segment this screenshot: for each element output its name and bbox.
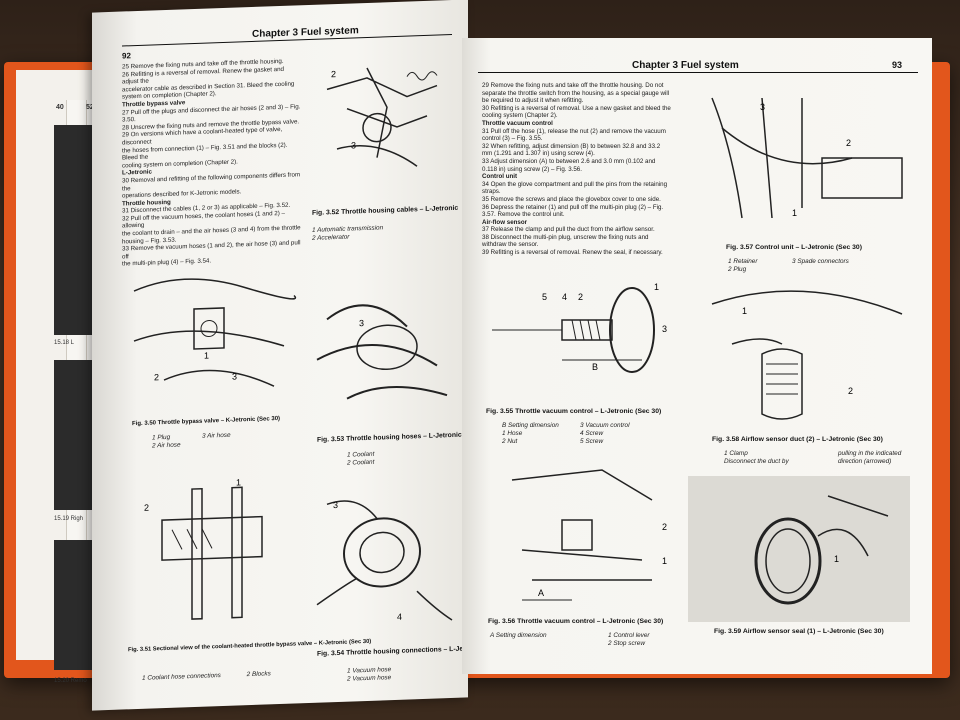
text-line: 35 Remove the screws and place the glove…: [482, 195, 661, 203]
figure-caption: Fig. 3.58 Airflow sensor duct (2) – L-Je…: [712, 436, 883, 443]
text-line: separate the throttle switch from the ho…: [482, 89, 670, 97]
svg-text:2: 2: [846, 138, 851, 148]
text-line: Throttle vacuum control: [482, 119, 553, 127]
svg-text:2: 2: [144, 503, 149, 513]
figure-legend: 1 Coolant 2 Coolant: [347, 450, 375, 467]
body-text: 29 Remove the fixing nuts and take off t…: [482, 82, 692, 257]
text-line: 36 Depress the retainer (1) and pull off…: [482, 203, 664, 211]
stack-page-number: 52: [86, 104, 94, 111]
text-line: 33 Adjust dimension (A) to between 2.6 a…: [482, 157, 656, 165]
page-number: 93: [892, 60, 903, 70]
figure-caption: Fig. 3.50 Throttle bypass valve – K-Jetr…: [132, 415, 281, 428]
text-line: 0.118 in) using screw (2) – Fig. 3.56.: [482, 165, 582, 173]
svg-text:3: 3: [333, 500, 338, 510]
text-line: 39 Refitting is a reversal of removal. R…: [482, 249, 663, 257]
left-page: Chapter 3 Fuel system 92 25 Remove the f…: [92, 0, 468, 711]
figure-legend: 1 Control lever 2 Stop screw: [608, 632, 650, 647]
text-line: 31 Pull off the hose (1), release the nu…: [482, 127, 666, 135]
text-line: control (3) – Fig. 3.55.: [482, 135, 543, 143]
figure-3-59-drawing: 1: [754, 495, 889, 605]
stack-page-number: 40: [56, 104, 64, 111]
svg-text:4: 4: [562, 292, 567, 302]
text-line: 30 Refitting is a reversal of removal. U…: [482, 104, 671, 112]
svg-text:B: B: [592, 362, 598, 372]
figure-caption: Fig. 3.55 Throttle vacuum control – L-Je…: [486, 408, 662, 415]
figure-3-50-drawing: 2 3 1: [133, 278, 297, 387]
figure-3-52-drawing: 2 3: [326, 67, 438, 167]
page-header: Chapter 3 Fuel system: [632, 60, 739, 71]
figure-legend: 1 Plug 2 Air hose: [152, 433, 181, 450]
photo-caption: 15.20 Remo: [54, 678, 87, 684]
figure-caption: Fig. 3.52 Throttle housing cables – L-Je…: [312, 204, 459, 217]
svg-text:1: 1: [662, 556, 667, 566]
svg-text:5: 5: [542, 292, 547, 302]
svg-text:1: 1: [792, 208, 797, 218]
figure-caption: Fig. 3.57 Control unit – L-Jetronic (Sec…: [726, 244, 862, 251]
svg-text:2: 2: [578, 292, 583, 302]
body-text: 25 Remove the fixing nuts and take off t…: [122, 57, 302, 268]
photo: [54, 360, 94, 510]
svg-text:3: 3: [232, 372, 237, 382]
figure-legend: A Setting dimension: [490, 632, 547, 639]
figure-3-58-drawing: 1 2: [711, 290, 903, 420]
svg-text:A: A: [538, 588, 544, 598]
figure-3-59-background: [688, 476, 910, 622]
text-line: 34 Open the glove compartment and pull t…: [482, 180, 668, 188]
figure-legend: 1 Vacuum hose 2 Vacuum hose: [347, 666, 392, 683]
figure-3-51-drawing: 2 1: [144, 477, 263, 620]
figure-legend: B Setting dimension 1 Hose 2 Nut: [502, 422, 559, 445]
text-line: 38 Disconnect the multi-pin plug, unscre…: [482, 233, 649, 241]
svg-text:1: 1: [834, 554, 839, 564]
figure-legend: 3 Spade connectors: [792, 258, 849, 265]
figure-3-54-drawing: 3 4: [316, 500, 453, 622]
figure-3-55-drawing: B 5 4 2 1 3: [492, 282, 667, 373]
text-line: mm (1.291 and 1.307 in) using screw (4).: [482, 150, 595, 158]
svg-text:1: 1: [742, 306, 747, 316]
figure-caption: Fig. 3.59 Airflow sensor seal (1) – L-Je…: [714, 628, 884, 635]
svg-text:2: 2: [331, 69, 336, 79]
svg-text:3: 3: [359, 318, 364, 328]
figure-3-53-drawing: 3: [316, 304, 448, 400]
figure-legend: 1 Clamp Disconnect the duct by: [724, 450, 789, 465]
text-line: 29 Remove the fixing nuts and take off t…: [482, 82, 664, 89]
figure-legend: 3 Vacuum control 4 Screw 5 Screw: [580, 422, 630, 445]
svg-text:3: 3: [662, 324, 667, 334]
svg-text:2: 2: [154, 372, 159, 382]
text-line: 37 Release the clamp and pull the duct f…: [482, 226, 655, 234]
svg-text:1: 1: [204, 350, 209, 360]
figure-legend: 3 Air hose: [202, 431, 231, 440]
photo: [54, 125, 94, 335]
figure-3-56-drawing: A 2 1: [511, 469, 667, 601]
page-number: 92: [122, 51, 131, 61]
figure-legend: 1 Automatic transmission 2 Accelerator: [312, 224, 384, 242]
figure-3-57-drawing: 3 2 1: [711, 97, 903, 219]
photo-caption: 15.19 Righ: [54, 516, 84, 522]
svg-text:1: 1: [236, 477, 241, 487]
text-line: Control unit: [482, 173, 518, 181]
svg-text:1: 1: [654, 282, 659, 292]
photo-caption: 15.18 L: [54, 340, 75, 346]
text-line: straps.: [482, 188, 501, 196]
text-line: withdraw the sensor.: [482, 241, 539, 249]
svg-text:3: 3: [760, 102, 765, 112]
text-line: 3.57. Remove the control unit.: [482, 211, 565, 219]
svg-text:2: 2: [662, 522, 667, 532]
figure-caption: Fig. 3.56 Throttle vacuum control – L-Je…: [488, 618, 664, 625]
text-line: cooling system (Chapter 2).: [482, 112, 558, 120]
text-line: be required to adjust it when refitting.: [482, 97, 584, 105]
figure-caption: Fig. 3.54 Throttle housing connections –…: [317, 644, 468, 658]
figure-caption: Fig. 3.53 Throttle housing hoses – L-Jet…: [317, 431, 462, 444]
svg-text:4: 4: [397, 612, 402, 622]
svg-text:2: 2: [848, 386, 853, 396]
figure-legend: 1 Retainer 2 Plug: [728, 258, 758, 273]
figure-legend: pulling in the indicated direction (arro…: [838, 450, 902, 465]
right-page: Chapter 3 Fuel system 93 29 Remove the f…: [462, 38, 932, 674]
photo: [54, 540, 94, 670]
svg-text:3: 3: [351, 140, 356, 150]
figure-legend: 1 Coolant hose connections 2 Blocks: [142, 670, 271, 682]
text-line: 32 When refitting, adjust dimension (B) …: [482, 142, 661, 150]
text-line: Air-flow sensor: [482, 218, 528, 226]
